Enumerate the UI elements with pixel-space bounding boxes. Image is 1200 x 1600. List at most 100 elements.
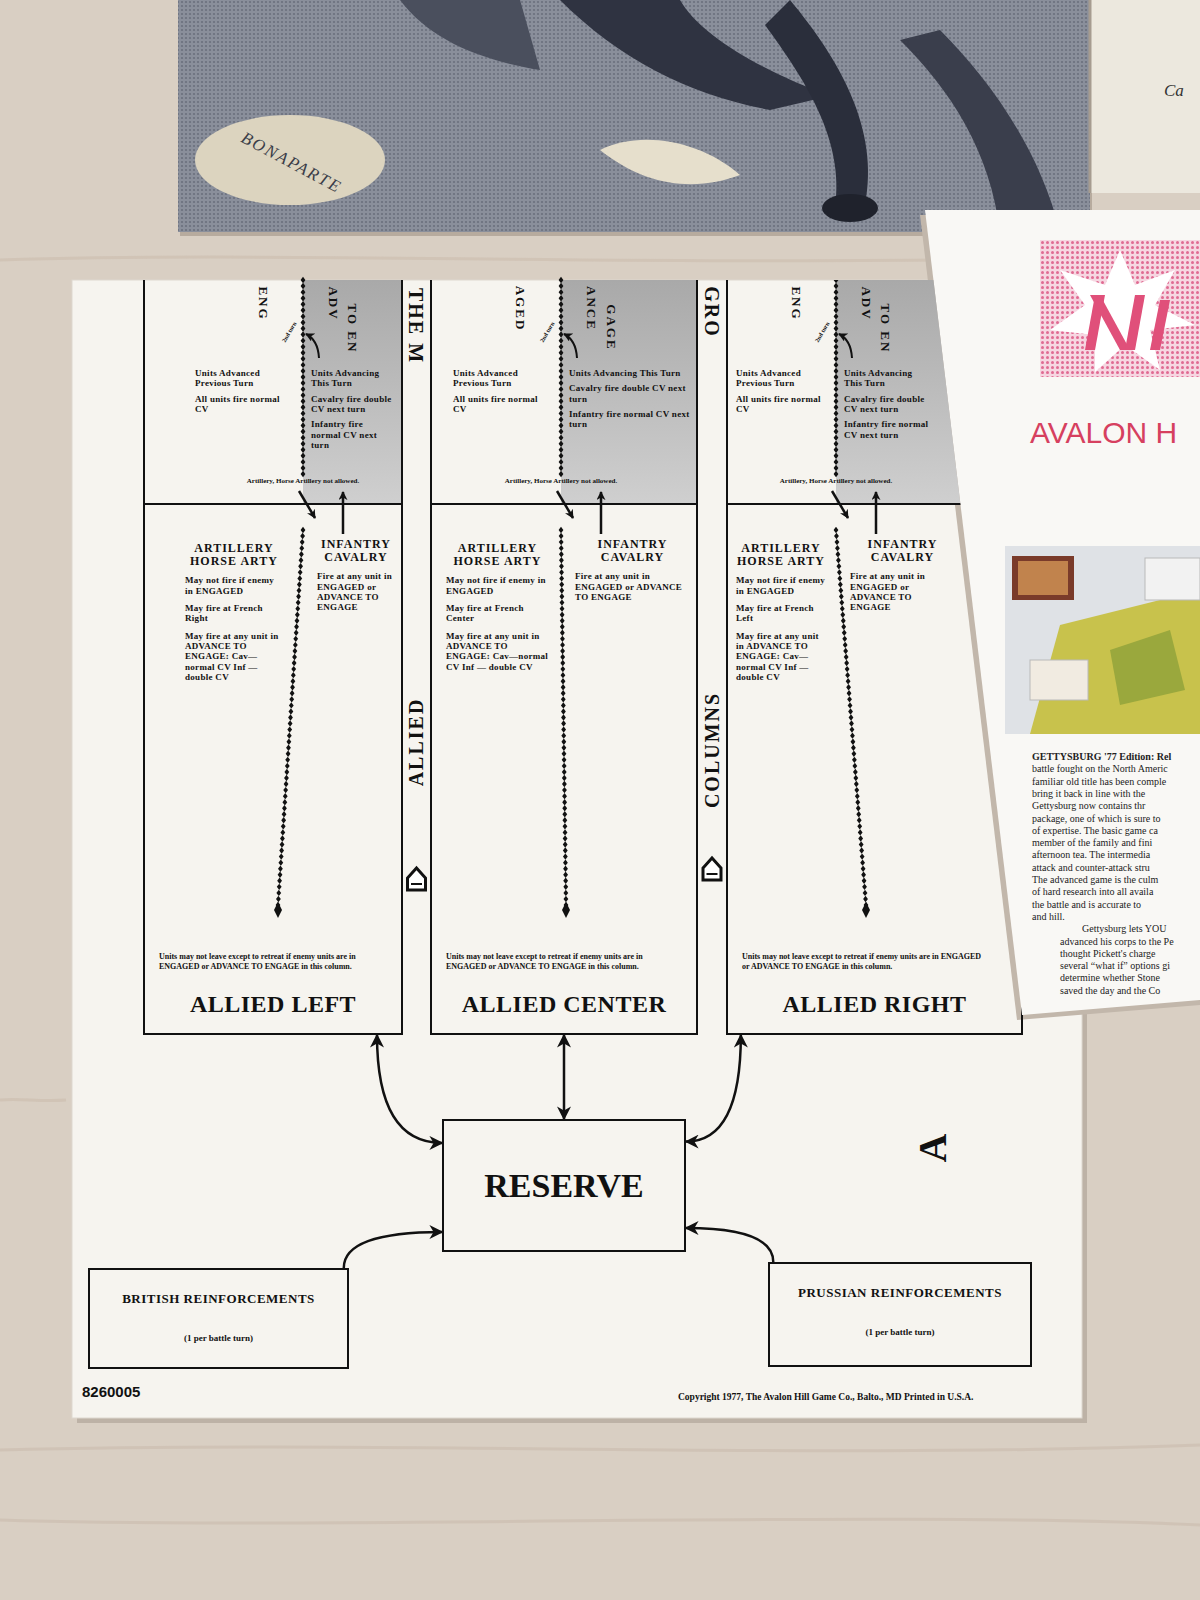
zone-title: TO EN — [346, 304, 359, 354]
diamond-dot — [563, 872, 568, 878]
diamond-dot — [835, 539, 840, 545]
column-rule: Units may not leave except to retreat if… — [159, 952, 387, 971]
copyright-note: Copyright 1977, The Avalon Hill Game Co.… — [678, 1393, 973, 1403]
diamond-dot — [559, 325, 564, 331]
diamond-dot — [856, 805, 861, 811]
diamond-dot — [840, 605, 845, 611]
diamond-dot — [559, 471, 564, 477]
diamond-dot — [298, 569, 303, 575]
photo-map — [1110, 630, 1185, 705]
diamond-dot — [284, 775, 289, 781]
brochure-text: and hill. — [1032, 912, 1065, 922]
logo-letters — [1085, 295, 1170, 350]
diamond-dot — [563, 884, 568, 890]
diamond-dot — [288, 714, 293, 720]
engage-arrow — [299, 491, 315, 518]
diamond-dot — [293, 642, 298, 648]
diamond-dot — [301, 301, 306, 307]
diamond-dot — [299, 557, 304, 563]
zone-rule: Units Advanced Previous Turn — [195, 368, 295, 389]
box-art-shade — [400, 0, 540, 70]
diamond-dot — [834, 428, 839, 434]
diamond-dot — [560, 666, 565, 672]
diamond-dot — [301, 356, 306, 362]
diamond-dot — [851, 738, 856, 744]
diamond-dot — [853, 769, 858, 775]
diamond-dot — [841, 624, 846, 630]
diamond-dot — [295, 618, 300, 624]
diamond-dot — [562, 805, 567, 811]
diamond-dot — [860, 859, 865, 865]
move-arrow-symbol — [703, 858, 721, 880]
diamond-dot — [301, 337, 306, 343]
engaged-zone: ENGUnits Advanced Previous TurnAll units… — [728, 280, 836, 505]
diamond-dot — [846, 678, 851, 684]
diamond-dot — [291, 672, 296, 678]
zone-rule: Units Advancing This Turn — [844, 368, 932, 389]
diamond-dot — [281, 817, 286, 823]
zone-title: GAGE — [604, 304, 617, 350]
diamond-dot — [834, 350, 839, 356]
part-number: 8260005 — [82, 1384, 140, 1399]
diamond-dot — [301, 465, 306, 471]
zone-rule: Infantry fire normal CV next turn — [569, 409, 690, 430]
diamond-dot — [296, 599, 301, 605]
diamond-dot — [854, 781, 859, 787]
diamond-dot — [283, 793, 288, 799]
diamond-dot — [559, 545, 564, 551]
diamond-dot — [559, 563, 564, 569]
zone-title: ENG — [789, 286, 802, 320]
brochure-text: Gettysburg lets YOU — [1082, 924, 1166, 934]
zone-rule: All units fire normal CV — [453, 394, 553, 415]
diamond-dot — [834, 362, 839, 368]
grain-line — [0, 1099, 66, 1100]
diamond-dot — [301, 459, 306, 465]
advance-zone: ANCEGAGEUnits Advancing This TurnCavalry… — [561, 280, 696, 505]
diamond-dot — [289, 708, 294, 714]
unit-heading: ARTILLERY HORSE ARTY — [736, 542, 826, 568]
diamond-dot — [834, 313, 839, 319]
diamond-dot — [852, 751, 857, 757]
diamond-dot — [561, 696, 566, 702]
zone-rule: Units Advancing This Turn — [569, 368, 690, 378]
diamond-dot — [301, 283, 306, 289]
diamond-dot — [559, 447, 564, 453]
diamond-dot — [848, 702, 853, 708]
diamond-dot — [288, 720, 293, 726]
diamond-dot — [280, 841, 285, 847]
brochure-text: afternoon tea. The intermedia — [1032, 850, 1150, 860]
fire-rule: May fire at French Left — [736, 603, 826, 624]
diamond-dot — [301, 380, 306, 386]
box-note: (1 per battle turn) — [865, 1328, 934, 1337]
strip-title: GRO — [702, 286, 722, 338]
diamond-dot — [291, 666, 296, 672]
diamond-dot — [561, 672, 566, 678]
diamond-dot — [842, 636, 847, 642]
diamond-dot — [563, 853, 568, 859]
diamond-dot — [559, 283, 564, 289]
diamond-dot — [852, 757, 857, 763]
diamond-dot — [838, 581, 843, 587]
diamond-dot — [282, 805, 287, 811]
diamond-dot — [298, 563, 303, 569]
diamond-dot — [834, 374, 839, 380]
brochure-text: of expertise. The basic game ca — [1032, 826, 1158, 836]
diamond-dot — [559, 295, 564, 301]
card-letter: A — [913, 1134, 953, 1163]
box-title-fragment: Ca — [1164, 82, 1184, 99]
diamond-dot — [563, 847, 568, 853]
diamond-dot — [563, 859, 568, 865]
diamond-dot — [277, 884, 282, 890]
diamond-dot — [301, 313, 306, 319]
box-edge — [1089, 0, 1092, 193]
diamond-dot — [561, 690, 566, 696]
diamond-dot — [834, 283, 839, 289]
diamond-dot — [287, 732, 292, 738]
diamond-dot — [301, 374, 306, 380]
diamond-dot — [834, 337, 839, 343]
diamond-dot — [301, 350, 306, 356]
diamond-dot — [859, 847, 864, 853]
diamond-dot — [301, 386, 306, 392]
